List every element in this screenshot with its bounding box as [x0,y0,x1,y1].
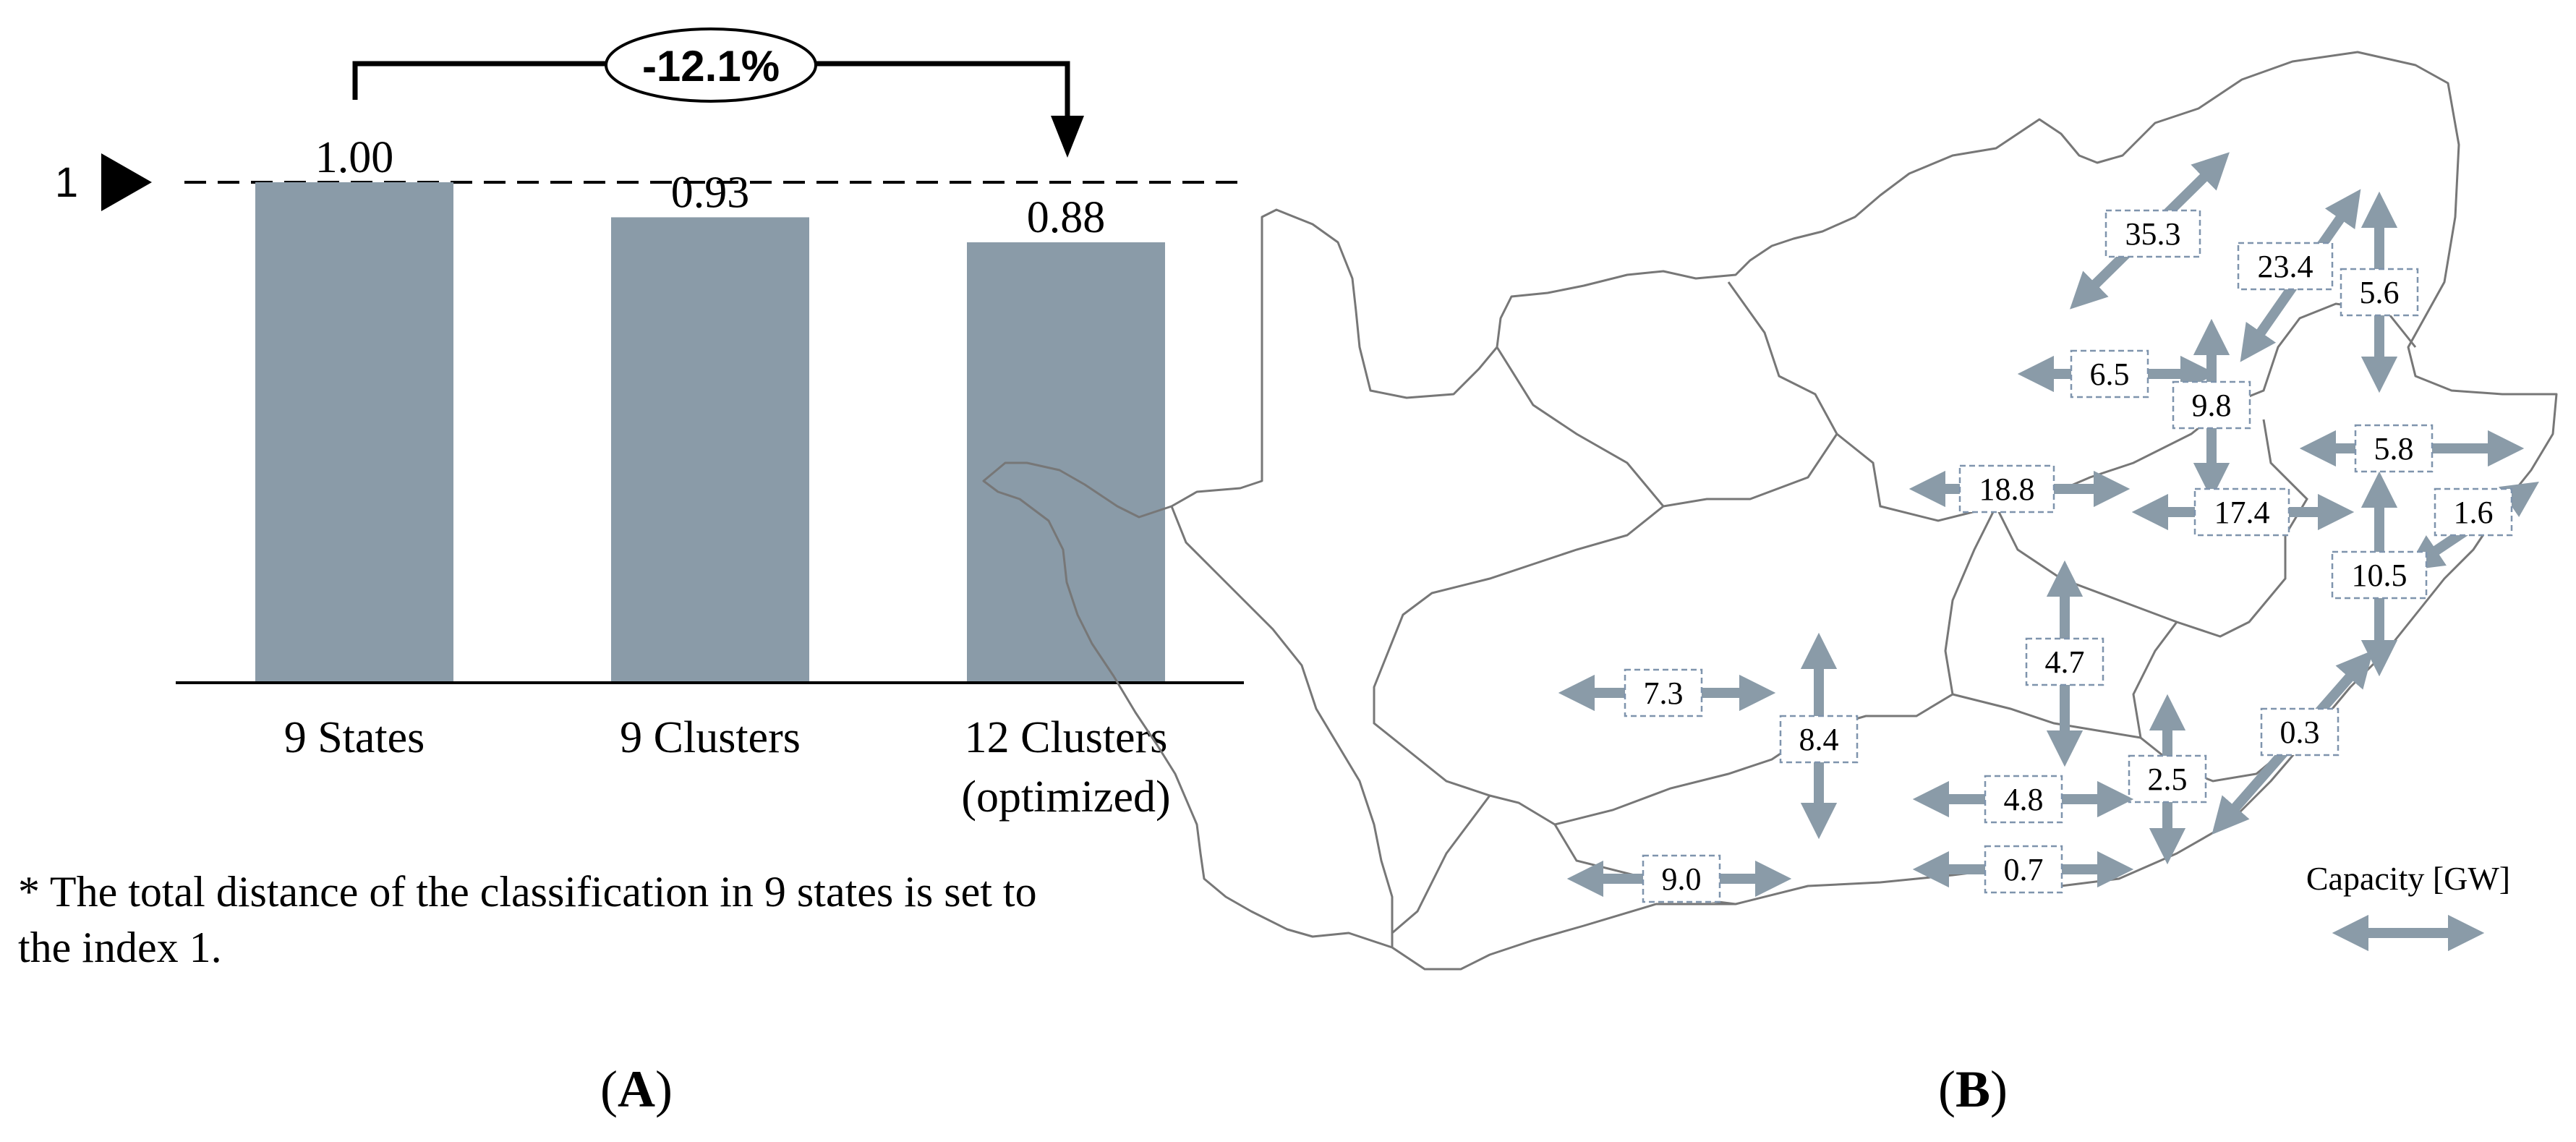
flow-label-box-7 [1958,464,2055,514]
bars: 1.00 9 States 0.93 9 Clusters 0.88 12 Cluster… [255,133,1171,822]
flow-7: 18.8 [1908,464,2131,514]
flow-value-6: 5.8 [2374,431,2414,466]
change-ellipse [605,27,817,103]
flow-label-box-16 [1984,775,2063,824]
flow-5: 9.8 [2172,318,2251,500]
flow-label-box-4 [2070,349,2149,399]
flow-value-7: 18.8 [1979,472,2035,507]
flow-value-8: 17.4 [2214,495,2270,530]
flow-15: 2.5 [2128,694,2207,865]
bar-value-label-2: 0.93 [671,168,750,217]
bar-2 [611,217,809,683]
flow-value-14: 0.3 [2280,715,2320,750]
bar-1 [255,182,453,683]
flow-label-box-14 [2260,707,2340,757]
bar-value-label-3: 0.88 [1027,193,1106,242]
flow-value-11: 4.7 [2045,644,2085,680]
change-arrowhead [1051,116,1084,158]
flow-16: 4.8 [1912,775,2134,824]
flow-label-box-15 [2128,754,2207,804]
flow-2: 23.4 [2237,189,2361,362]
flow-value-10: 10.5 [2352,558,2407,593]
flow-value-18: 9.0 [1662,861,1702,897]
category-label-1: 9 States [284,713,425,762]
flow-label-box-9 [2434,487,2513,537]
category-label-3: 12 Clusters [965,713,1168,762]
flow-label-box-3 [2340,268,2419,317]
flow-label-box-5 [2172,380,2251,430]
panel-a-label-letter: A [618,1060,655,1118]
flow-value-5: 9.8 [2192,388,2232,423]
flow-9: 1.6 [2406,481,2539,571]
flow-17: 0.7 [1912,845,2134,894]
panel-b-label-letter: B [1956,1060,1990,1118]
flow-value-13: 8.4 [1799,722,1839,757]
legend-title: Capacity [GW] [2306,860,2510,897]
panel-b-label-close: ) [1990,1060,2008,1118]
province-border-9 [1391,795,1491,934]
flow-12: 7.3 [1558,668,1776,717]
flow-11: 4.7 [2025,560,2104,767]
footnote-line-1: * The total distance of the classificati… [18,868,1037,916]
category-label-3-line-2: (optimized) [961,772,1170,822]
flow-18: 9.0 [1566,854,1792,903]
flow-value-16: 4.8 [2004,782,2044,817]
province-border-10 [1952,693,2141,739]
province-border-11 [1496,346,1665,507]
footnote-line-2: the index 1. [18,924,222,971]
reference-marker-triangle [101,153,152,211]
bar-value-label-1: 1.00 [315,133,394,182]
flow-label-box-10 [2331,550,2428,600]
province-border-6 [1373,433,1838,826]
panel-a-label-open: ( [600,1060,618,1118]
province-border-5 [1554,506,1997,826]
flow-label-box-13 [1779,715,1859,764]
flow-value-17: 0.7 [2004,852,2044,887]
flow-value-1: 35.3 [2125,216,2181,252]
flow-value-2: 23.4 [2258,249,2313,284]
flow-value-12: 7.3 [1644,676,1684,711]
panel-b-label: (B) [1938,1060,2008,1118]
capacity-flows: 35.3 23.4 5.6 6.5 9.8 5.8 18.8 17.4 1.6 10.5 4.7 7.… [1558,152,2539,903]
flow-label-box-17 [1984,845,2063,894]
panel-b-capacity-map: 35.3 23.4 5.6 6.5 9.8 5.8 18.8 17.4 1.6 10.5 4.7 7.… [982,51,2558,1118]
flow-1: 35.3 [2070,152,2230,310]
panel-b-label-open: ( [1938,1060,1956,1118]
panel-a-bar-chart: 1 1.00 9 States 0.93 9 Clusters 0.88 12 Clust… [18,27,1244,1118]
change-label: -12.1% [642,42,780,90]
flow-value-4: 6.5 [2090,357,2130,392]
flow-label-box-18 [1642,854,1721,903]
province-border-8 [1170,506,1394,947]
panel-a-label: (A) [600,1060,673,1118]
flow-label-box-2 [2237,242,2334,291]
flow-label-box-1 [2104,209,2201,258]
flow-label-box-12 [1624,668,1703,717]
reference-marker-label: 1 [55,159,78,206]
flow-4: 6.5 [2017,349,2217,399]
flow-14: 0.3 [2212,650,2374,835]
flow-label-box-11 [2025,637,2104,686]
flow-value-3: 5.6 [2360,275,2400,310]
flow-6: 5.8 [2299,424,2525,473]
bar-3 [967,242,1165,683]
flow-10: 10.5 [2331,471,2428,677]
flow-3: 5.6 [2340,191,2419,393]
category-label-2: 9 Clusters [620,713,801,762]
flow-13: 8.4 [1779,632,1859,840]
panel-a-label-close: ) [655,1060,673,1118]
flow-8: 17.4 [2131,487,2355,537]
flow-label-box-8 [2193,487,2290,537]
flow-value-9: 1.6 [2454,495,2494,530]
flow-value-15: 2.5 [2148,762,2188,797]
